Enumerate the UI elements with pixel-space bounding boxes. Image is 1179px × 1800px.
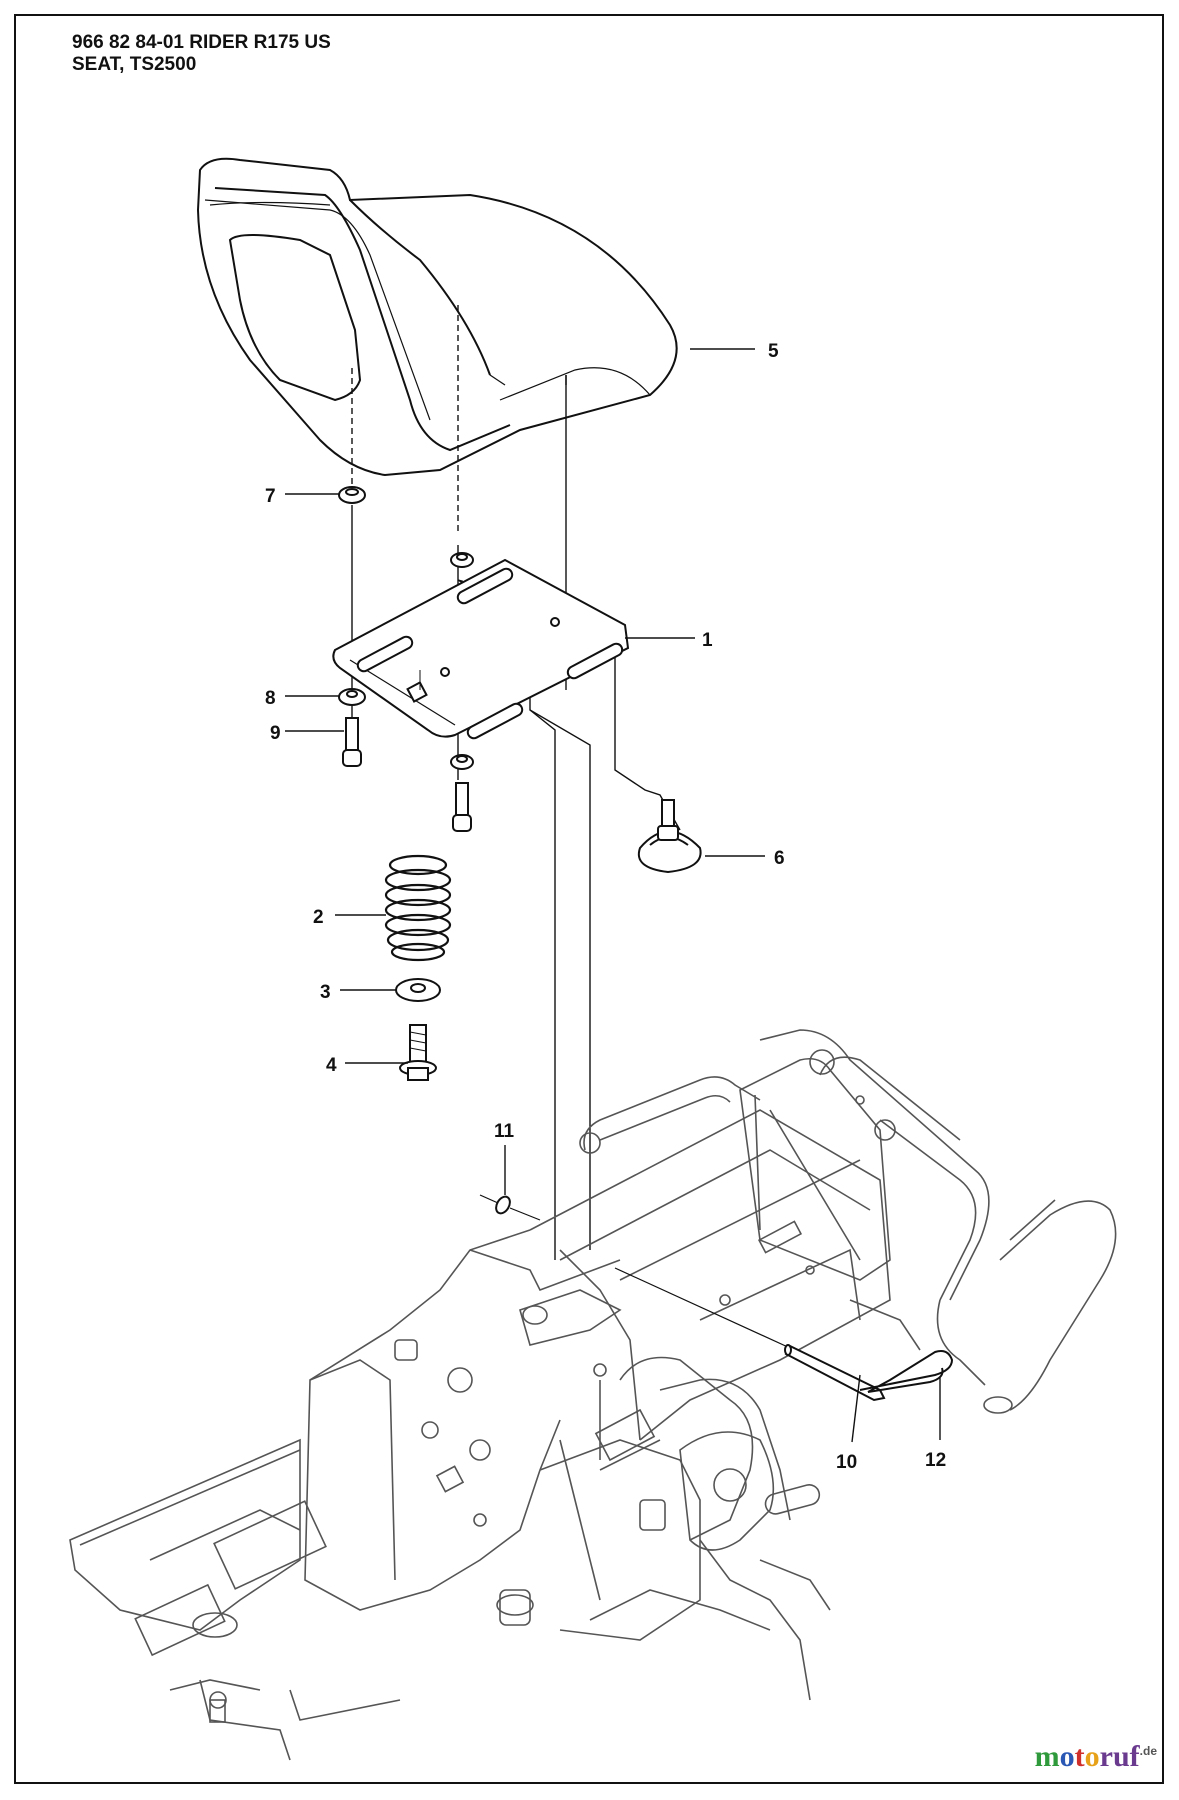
part-11-clip (479, 1194, 541, 1221)
part-10-pin (614, 1267, 886, 1402)
callout-11: 11 (494, 1121, 515, 1142)
watermark-letter-m: m (1034, 1740, 1060, 1773)
part-2-spring (384, 854, 452, 962)
callout-9: 9 (270, 723, 281, 744)
part-8-washer (338, 688, 474, 770)
part-1-seat-plate (332, 558, 630, 740)
rider-frame (69, 1029, 1117, 1761)
assembly-title: SEAT, TS2500 (72, 54, 197, 75)
callout-12: 12 (925, 1450, 946, 1471)
drawing-sheet (14, 14, 1164, 1784)
seat-part (196, 157, 678, 477)
callout-5: 5 (768, 341, 779, 362)
watermark-letter-o1: o (1059, 1740, 1075, 1773)
callout-leaders (285, 348, 941, 1443)
callout-6: 6 (774, 848, 785, 869)
part-4-bolt (399, 1024, 437, 1081)
part-6-knob (637, 799, 702, 874)
callout-2: 2 (313, 907, 324, 928)
callout-3: 3 (320, 982, 331, 1003)
part-12-hairpin-clip (859, 1350, 954, 1393)
assembly-guide-lines (351, 305, 681, 1260)
diagram-title: 966 82 84-01 RIDER R175 US SEAT, TS2500 (72, 32, 331, 76)
part-9-bolt (342, 717, 472, 832)
watermark-letter-t: t (1074, 1740, 1085, 1773)
motoruf-watermark-logo: motoruf.de (1035, 1740, 1157, 1774)
watermark-letters-ruf: ruf (1099, 1740, 1140, 1773)
part-number-title: 966 82 84-01 RIDER R175 US (72, 32, 331, 53)
part-7-nut (338, 486, 474, 568)
callout-1: 1 (702, 630, 713, 651)
callout-4: 4 (326, 1055, 337, 1076)
callout-7: 7 (265, 486, 276, 507)
watermark-letter-o2: o (1084, 1740, 1100, 1773)
callout-8: 8 (265, 688, 276, 709)
part-3-washer (395, 978, 441, 1002)
watermark-suffix: .de (1139, 1744, 1157, 1758)
callout-10: 10 (836, 1452, 857, 1473)
